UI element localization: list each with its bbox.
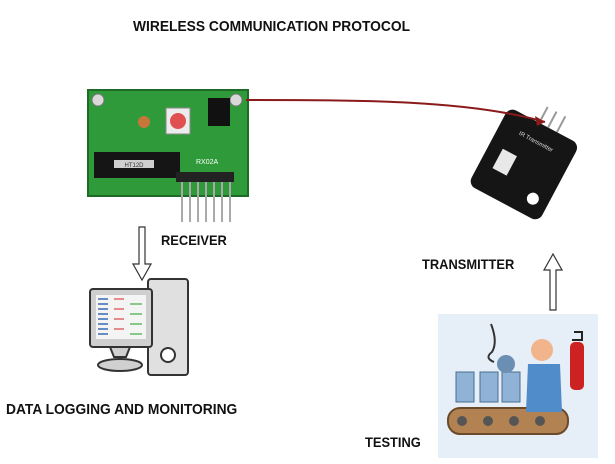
diagram-title: WIRELESS COMMUNICATION PROTOCOL — [133, 18, 411, 35]
receiver-label: RECEIVER — [161, 232, 227, 248]
testing-label: TESTING — [365, 434, 421, 450]
data-logging-label: DATA LOGGING AND MONITORING — [6, 401, 238, 418]
testing-illustration — [438, 314, 598, 458]
arrow-down-icon — [131, 226, 153, 282]
receiver-ic-label: HT12D — [124, 163, 144, 169]
computer-icon — [89, 278, 189, 376]
arrow-up-icon — [542, 252, 564, 311]
transmitter-label: TRANSMITTER — [422, 256, 515, 272]
receiver-chip-label: RX02A — [196, 159, 219, 166]
receiver-board-image: HT12D RX02A — [87, 89, 249, 222]
